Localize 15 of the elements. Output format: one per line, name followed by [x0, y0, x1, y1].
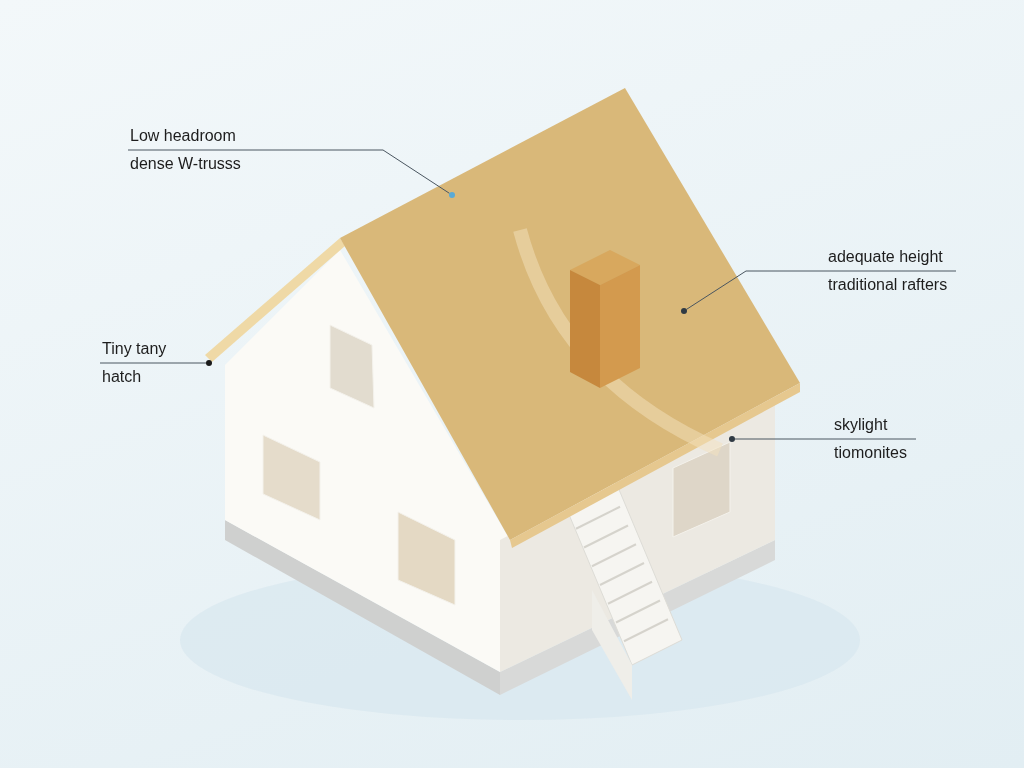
- leader-dot: [729, 436, 735, 442]
- leader-dot: [449, 192, 455, 198]
- callout-label: adequate height: [828, 247, 943, 267]
- callout-label: dense W-trusss: [130, 154, 241, 174]
- callout-label: tiomonites: [834, 443, 907, 463]
- callout-label: hatch: [102, 367, 142, 387]
- leader-dot: [681, 308, 687, 314]
- leader-line: [686, 270, 957, 310]
- callout-label: Low headroom: [130, 126, 236, 146]
- callout-label: Tiny tany: [102, 339, 167, 359]
- leader-dot: [206, 360, 212, 366]
- callout-label: skylight: [834, 415, 888, 435]
- leader-line: [734, 438, 917, 440]
- callout-label: traditional rafters: [828, 275, 948, 295]
- leader-line: [99, 362, 207, 364]
